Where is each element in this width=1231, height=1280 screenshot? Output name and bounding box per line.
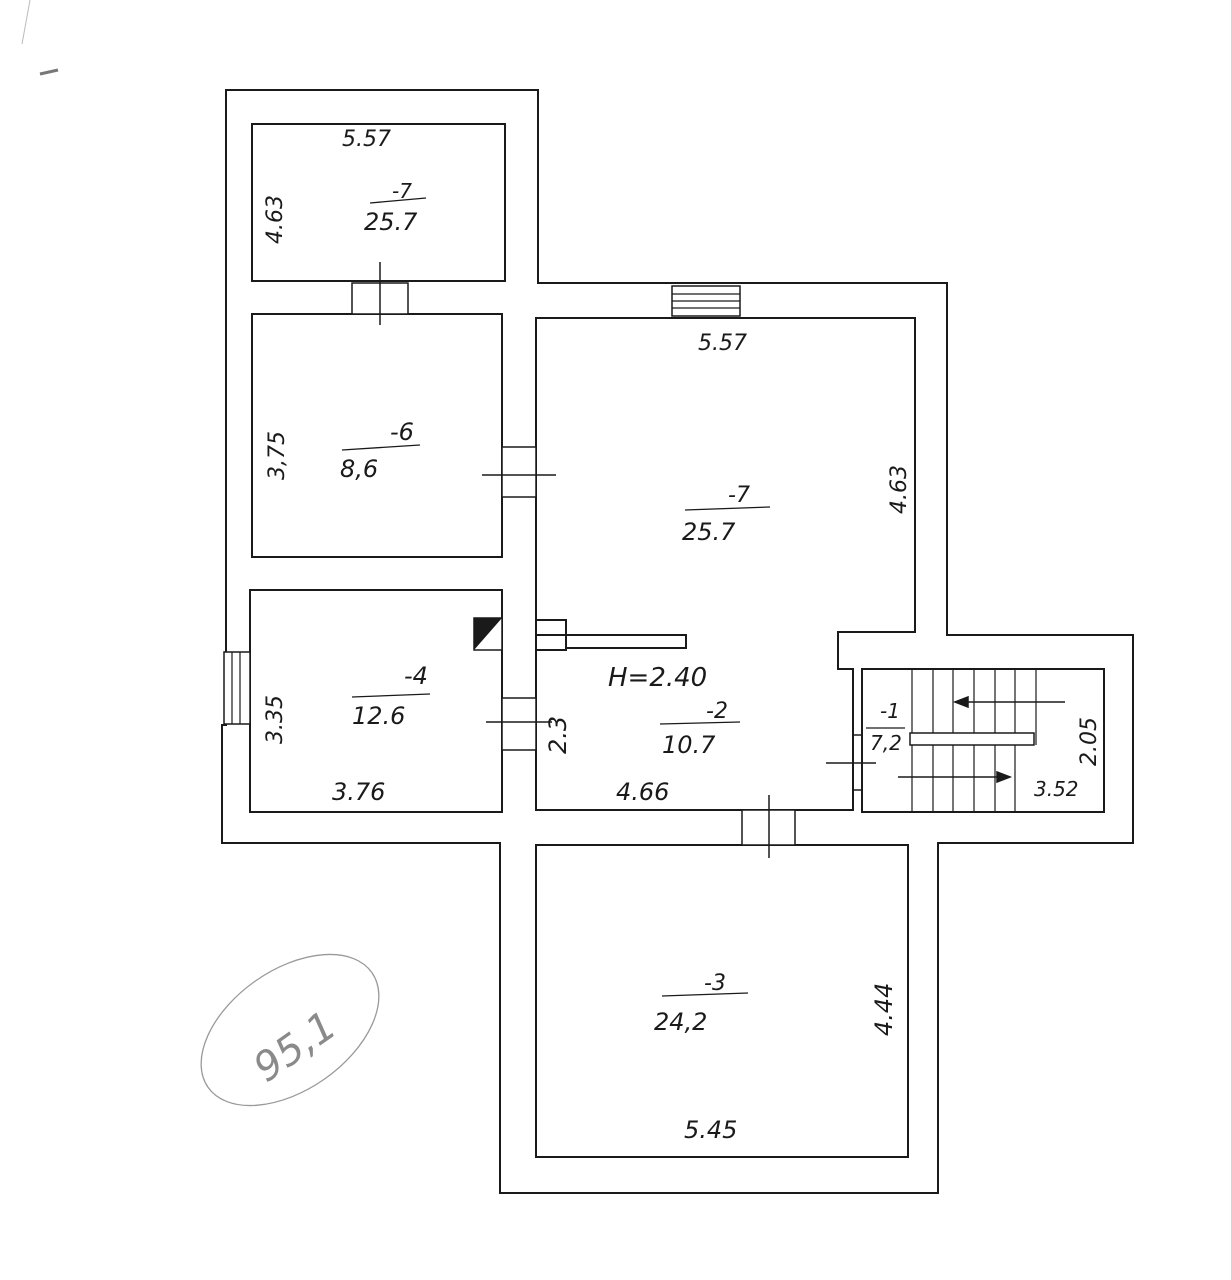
room-3-height: 4.44 bbox=[870, 983, 898, 1036]
window-room4-left bbox=[223, 651, 251, 725]
room-4-width: 3.76 bbox=[332, 778, 385, 806]
room-1-area: 7,2 bbox=[870, 731, 902, 755]
room-6-height: 4.63 bbox=[263, 195, 288, 244]
room-5-number: -6 bbox=[390, 418, 414, 446]
room-6-outline bbox=[251, 123, 506, 282]
stray-mark bbox=[39, 68, 59, 76]
room-6-number: -7 bbox=[392, 179, 412, 203]
room-2-height: 2.3 bbox=[544, 716, 572, 754]
room-3-width: 5.45 bbox=[684, 1116, 737, 1144]
room-3-number: -3 bbox=[704, 971, 726, 996]
room-1-width: 3.52 bbox=[1034, 777, 1079, 801]
total-area-value: 95,1 bbox=[246, 1003, 345, 1092]
room-2-label: -2 10.7 bbox=[659, 699, 741, 759]
room-4-label: -4 12.6 bbox=[351, 662, 431, 730]
room-4-outline bbox=[249, 589, 503, 813]
room-4-number: -4 bbox=[404, 662, 428, 690]
outer-wall bbox=[221, 89, 1134, 1194]
stair-arrow-up bbox=[952, 695, 1065, 709]
room-1-label: -1 7,2 bbox=[866, 699, 905, 755]
window-room7-top bbox=[671, 285, 741, 317]
stray-line bbox=[21, 0, 31, 45]
room-7-area: 25.7 bbox=[682, 518, 736, 546]
door-room5-room7 bbox=[482, 446, 556, 498]
room-6-width: 5.57 bbox=[342, 127, 391, 152]
room-2-width: 4.66 bbox=[616, 778, 669, 806]
room-4-area: 12.6 bbox=[352, 702, 405, 730]
vent-block bbox=[473, 617, 503, 651]
room-6-label: -7 25.7 bbox=[364, 179, 427, 236]
room-7-label: -7 25.7 bbox=[682, 483, 771, 546]
room-2-number: -2 bbox=[706, 699, 728, 724]
room-1-height: 2.05 bbox=[1077, 717, 1102, 766]
room-6-area: 25.7 bbox=[364, 208, 418, 236]
room-3-outline bbox=[535, 844, 909, 1158]
room-5-label: -6 8,6 bbox=[340, 418, 421, 483]
room-7-outline bbox=[535, 317, 916, 811]
door-room2-room3 bbox=[741, 795, 796, 858]
room-7-width: 5.57 bbox=[698, 331, 747, 356]
door-room4-room2 bbox=[486, 697, 552, 751]
ceiling-height-label: H=2.40 bbox=[608, 663, 707, 693]
stair-treads bbox=[909, 669, 1037, 812]
door-room2-room1 bbox=[826, 734, 876, 791]
room-3-label: -3 24,2 bbox=[654, 971, 749, 1036]
room-5-height: 3,75 bbox=[265, 431, 290, 480]
room-7-height: 4.63 bbox=[887, 465, 912, 514]
room-7-number: -7 bbox=[728, 483, 750, 508]
room-1-number: -1 bbox=[880, 699, 900, 723]
room-4-height: 3.35 bbox=[263, 695, 288, 744]
room-5-area: 8,6 bbox=[340, 455, 378, 483]
room-1-outline bbox=[861, 668, 1105, 813]
total-area-annotation: 95,1 bbox=[200, 953, 380, 1107]
door-room6-room5 bbox=[351, 262, 409, 325]
stair-arrow-down bbox=[898, 770, 1013, 784]
room-3-area: 24,2 bbox=[654, 1008, 707, 1036]
room-2-area: 10.7 bbox=[662, 731, 716, 759]
